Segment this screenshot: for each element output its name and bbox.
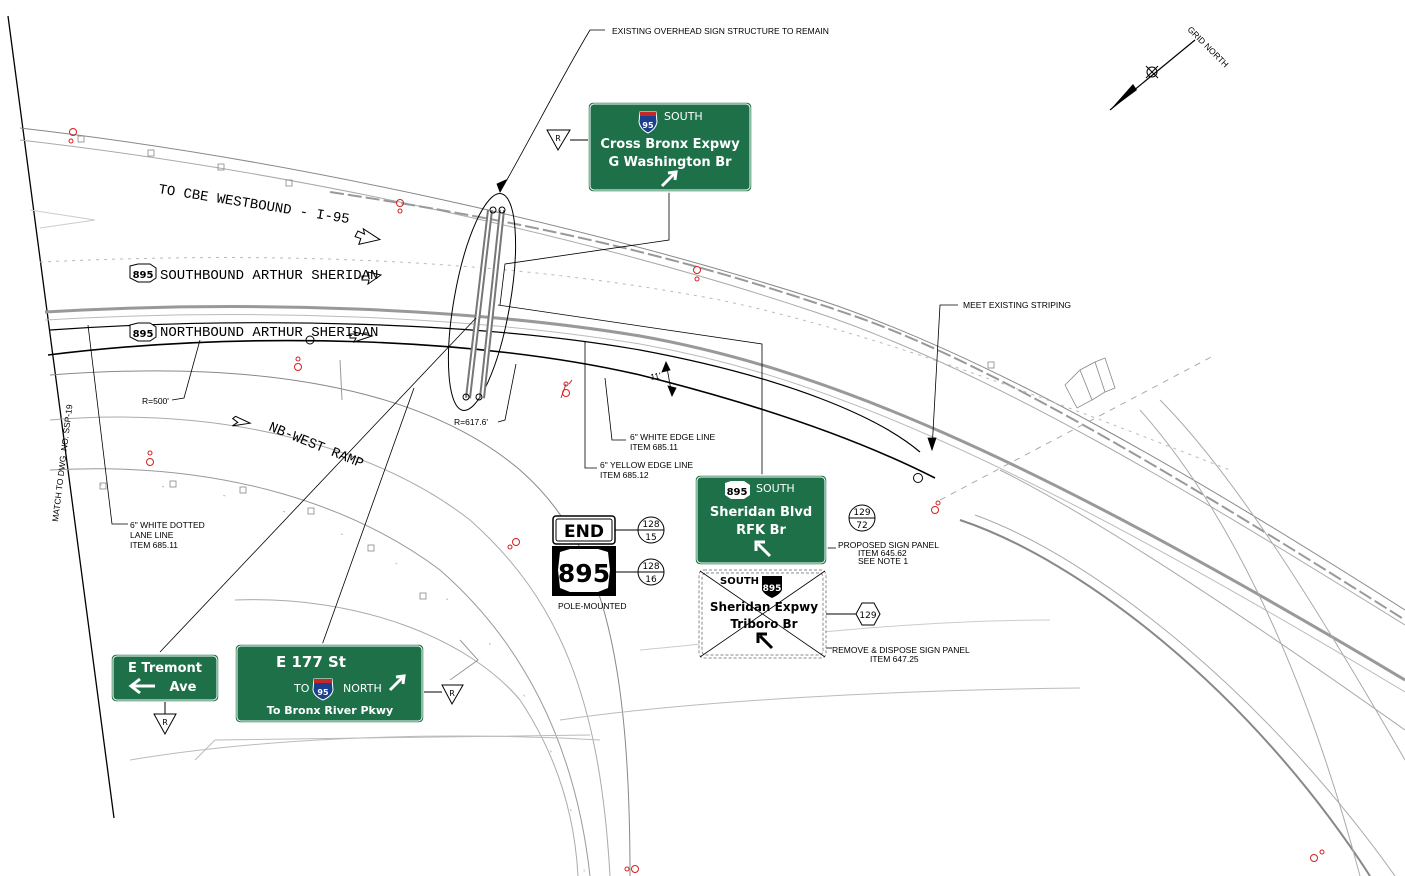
sign-tag-r: R [546, 129, 588, 152]
arrow-up-right-icon [388, 674, 406, 692]
sign-id-129: 129 [826, 602, 881, 626]
svg-text:REMOVE & DISPOSE SIGN PANEL: REMOVE & DISPOSE SIGN PANEL [832, 645, 970, 655]
road-label-nb: NORTHBOUND ARTHUR SHERIDAN [160, 325, 378, 341]
svg-text:R: R [162, 718, 168, 727]
interstate-number: 95 [642, 121, 654, 130]
arrow-up-left-icon [754, 540, 772, 558]
sign-tag-r: R [424, 684, 464, 706]
sign-direction: SOUTH [664, 110, 703, 123]
leader-lines [87, 29, 958, 653]
sign-id-128-16: 128 16 [616, 558, 665, 586]
svg-text:895: 895 [558, 559, 610, 588]
marker-circle [913, 473, 923, 483]
sign-direction: NORTH [343, 682, 382, 695]
arrow-right-icon [231, 415, 252, 427]
note-existing-structure: EXISTING OVERHEAD SIGN STRUCTURE TO REMA… [612, 26, 829, 36]
svg-text:895: 895 [133, 329, 154, 340]
sign-line-1: Sheridan Blvd [710, 505, 812, 520]
sign-i95-south-overhead: 95 SOUTH Cross Bronx Expwy G Washington … [587, 101, 753, 193]
sign-line-2: Ave [170, 680, 197, 695]
sign-post [560, 379, 573, 399]
arrow-left-icon [128, 677, 155, 695]
note-dotted-line: 6" WHITE DOTTED LANE LINE ITEM 685.11 [130, 520, 205, 550]
interstate-number: 95 [317, 688, 329, 697]
sign-end: END [552, 515, 616, 545]
sign-sheridan-expwy-remove: SOUTH 895 Sheridan Expwy Triboro Br [698, 569, 827, 659]
sign-e177-st: E 177 St TO 95 NORTH To Bronx River Pkwy [234, 643, 425, 724]
note-meet-striping: MEET EXISTING STRIPING [963, 300, 1071, 310]
overhead-structure [447, 193, 517, 411]
svg-text:128: 128 [642, 520, 659, 530]
note-white-edge: 6" WHITE EDGE LINE ITEM 685.11 [630, 432, 716, 452]
svg-text:LANE LINE: LANE LINE [130, 530, 174, 540]
arrow-left-icon [361, 271, 383, 286]
note-radius-500: R=500' [142, 396, 169, 406]
svg-text:ITEM 685.12: ITEM 685.12 [600, 470, 649, 480]
route-number: 895 [763, 584, 782, 594]
route-shield-sb: 895 [129, 263, 157, 283]
svg-text:ITEM 647.25: ITEM 647.25 [870, 654, 919, 664]
sign-id-128-15: 128 15 [615, 516, 665, 544]
sign-line-3: To Bronx River Pkwy [267, 704, 393, 717]
note-pole-mounted: POLE-MOUNTED [558, 601, 626, 611]
sign-direction: SOUTH [720, 576, 759, 587]
svg-text:15: 15 [645, 533, 656, 543]
sign-id-129-72: 129 72 [848, 504, 876, 532]
sign-line-1: E 177 St [276, 653, 346, 671]
sign-to: TO [293, 682, 310, 695]
svg-text:16: 16 [645, 575, 657, 585]
svg-text:ITEM 645.62: ITEM 645.62 [858, 548, 907, 558]
sign-line-1: E Tremont [128, 661, 202, 676]
sign-tag-r: R [153, 702, 177, 736]
sign-e-tremont-ave: E Tremont Ave [110, 653, 220, 703]
road-linework [7, 15, 1405, 876]
arrow-right-icon [349, 331, 374, 343]
svg-text:SEE NOTE 1: SEE NOTE 1 [858, 556, 908, 566]
note-radius-617: R=617.6' [454, 417, 488, 427]
svg-text:END: END [564, 522, 604, 542]
sign-line-1: Cross Bronx Expwy [600, 137, 740, 152]
svg-text:6" WHITE DOTTED: 6" WHITE DOTTED [130, 520, 205, 530]
note-remove-panel: REMOVE & DISPOSE SIGN PANEL ITEM 647.25 [832, 645, 970, 664]
arrow-left-icon [354, 227, 382, 246]
svg-text:PROPOSED SIGN PANEL: PROPOSED SIGN PANEL [838, 540, 939, 550]
marker-circle [305, 335, 315, 345]
sign-sheridan-blvd-proposed: 895 SOUTH Sheridan Blvd RFK Br [694, 474, 828, 566]
sign-line-2: Triboro Br [730, 617, 797, 631]
remove-x-mark [699, 570, 826, 658]
svg-text:128: 128 [642, 562, 659, 572]
svg-text:72: 72 [856, 521, 867, 531]
north-arrow: GRID NORTH [1109, 24, 1231, 111]
utility-markers [68, 128, 1325, 873]
svg-text:6" YELLOW EDGE LINE: 6" YELLOW EDGE LINE [600, 460, 693, 470]
svg-text:R: R [449, 689, 455, 698]
note-proposed-panel: PROPOSED SIGN PANEL ITEM 645.62 SEE NOTE… [838, 540, 939, 566]
fence-markers [77, 135, 1116, 600]
note-dim-11: 11' [650, 370, 662, 382]
svg-text:R: R [555, 134, 561, 143]
svg-text:895: 895 [133, 270, 154, 281]
arrow-up-right-icon [660, 170, 678, 188]
route-number: 895 [727, 487, 748, 498]
road-label-ramp: NB-WEST RAMP [266, 420, 365, 473]
grid-north-label: GRID NORTH [1186, 24, 1231, 69]
svg-text:129: 129 [859, 611, 876, 621]
svg-text:129: 129 [853, 508, 870, 518]
note-yellow-edge: 6" YELLOW EDGE LINE ITEM 685.12 [600, 460, 693, 480]
sign-direction: SOUTH [756, 482, 795, 495]
road-label-cbe: TO CBE WESTBOUND - I-95 [157, 182, 350, 228]
sign-route-895: 895 [552, 546, 616, 596]
svg-text:6" WHITE EDGE LINE: 6" WHITE EDGE LINE [630, 432, 716, 442]
arrow-up-left-icon [756, 632, 774, 650]
road-label-sb: SOUTHBOUND ARTHUR SHERIDAN [160, 268, 378, 284]
sign-line-2: RFK Br [736, 523, 786, 538]
sign-line-2: G Washington Br [608, 155, 732, 170]
svg-text:ITEM 685.11: ITEM 685.11 [630, 442, 678, 452]
match-line-label: MATCH TO DWG. NO. SSP-19 [50, 404, 74, 523]
sign-line-1: Sheridan Expwy [710, 600, 818, 614]
route-shield-nb: 895 [129, 322, 157, 342]
svg-text:ITEM 685.11: ITEM 685.11 [130, 540, 178, 550]
